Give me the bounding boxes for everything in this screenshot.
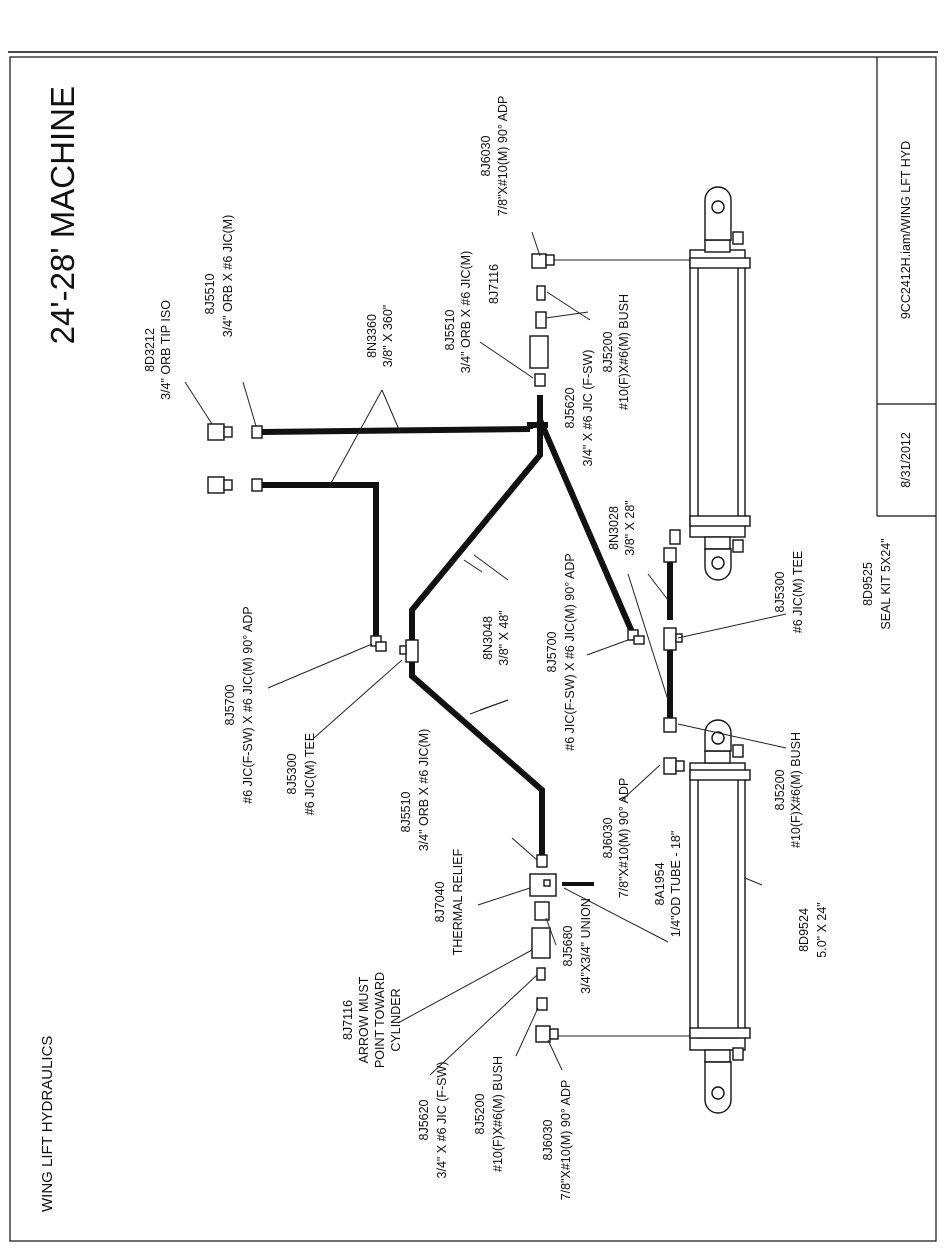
fitting-8j5300-left-tee: [399, 639, 419, 663]
label-8j7116-low-l3: CYLINDER: [389, 988, 403, 1051]
fitting-right-cyl-upper-adp: [663, 529, 681, 563]
fitting-8j7116-low: [531, 927, 551, 959]
fitting-8j5510-lower: [251, 478, 263, 492]
fitting-8j5510-mid-stack: [529, 285, 549, 387]
label-8j6030-low-desc: 7/8"X#10(M) 90° ADP: [617, 778, 631, 899]
label-8j5200-right-desc: #10(F)X#6(M) BUSH: [789, 732, 803, 848]
label-8j6030-top-desc: 7/8"X#10(M) 90° ADP: [496, 96, 510, 217]
fitting-8d3212-lower: [207, 476, 233, 494]
label-8j7116-low-num: 8J7116: [341, 1000, 355, 1040]
label-8n3360-num: 8N3360: [365, 314, 379, 358]
label-8j5510-low-desc: 3/4" ORB X #6 JIC(M): [417, 729, 431, 852]
drawing-title: 24'-28' MACHINE: [44, 86, 81, 344]
label-8j5700-mid-desc: #6 JIC(F-SW) X #6 JIC(M) 90° ADP: [563, 553, 577, 750]
hose-8n3360-lower: [262, 482, 379, 640]
label-8d9525-num: 8D9525: [861, 562, 875, 606]
fitting-8j6030-top: [531, 253, 555, 269]
label-8j5700-left-desc: #6 JIC(F-SW) X #6 JIC(M) 90° ADP: [241, 606, 255, 803]
label-8j5300-left-num: 8J5300: [285, 753, 299, 794]
label-8j5700-left-num: 8J5700: [223, 684, 237, 725]
label-8j5510-mid-desc: 3/4" ORB X #6 JIC(M): [459, 251, 473, 374]
label-8n3360-desc: 3/8" X 360": [381, 305, 395, 367]
label-8d9524-num: 8D9524: [797, 908, 811, 952]
label-8j6030-low-num: 8J6030: [601, 817, 615, 858]
fitting-8j7040-thermal-relief: [529, 873, 557, 897]
label-8a1954-num: 8A1954: [653, 862, 667, 905]
hose-8n3048-lower: [409, 662, 545, 855]
fitting-8j5700-left: [370, 635, 387, 652]
drawing-subtitle: WING LIFT HYDRAULICS: [39, 1036, 56, 1212]
hose-to-mid-adapter: [537, 418, 635, 634]
fitting-8j5200-right: [663, 717, 677, 733]
label-8j7116-low-l1: ARROW MUST: [357, 976, 371, 1063]
cylinder-left: [689, 719, 751, 1114]
label-8j5200-low-num: 8J5200: [473, 1093, 487, 1134]
fitting-8j5680-union: [534, 901, 550, 921]
cylinder-right: [689, 186, 751, 581]
fitting-8j5620-low: [536, 967, 546, 981]
label-8j5620-low-num: 8J5620: [417, 1099, 431, 1140]
label-8n3048-desc: 3/8" X 48": [497, 610, 511, 665]
label-8n3028-desc: 3/8" X 28": [623, 500, 637, 555]
label-8j7116-mid-num: 8J7116: [487, 264, 501, 304]
fitting-8j5300-right-tee: [663, 627, 683, 651]
fitting-8j6030-low: [663, 757, 685, 775]
label-8j6030-bot-desc: 7/8"X#10(M) 90° ADP: [559, 1080, 573, 1201]
label-8j5620-low-desc: 3/4" X #6 JIC (F-SW): [435, 1062, 449, 1179]
label-8j5200-top-desc: #10(F)X#6(M) BUSH: [617, 294, 631, 410]
label-8j5700-mid-num: 8J5700: [545, 631, 559, 672]
label-8j5680-num: 8J5680: [561, 925, 575, 966]
label-8j5300-right-desc: #6 JIC(M) TEE: [791, 551, 805, 633]
label-8j5620-top-num: 8J5620: [563, 387, 577, 428]
label-8d9525-desc: SEAL KIT 5X24": [879, 538, 893, 629]
label-8j5620-top-desc: 3/4" X #6 JIC (F-SW): [581, 350, 595, 467]
label-8n3048-num: 8N3048: [481, 616, 495, 660]
label-8d3212-num: 8D3212: [143, 328, 157, 372]
date-label: 8/31/2012: [899, 432, 913, 488]
label-8j5200-low-desc: #10(F)X#6(M) BUSH: [491, 1056, 505, 1172]
fitting-8j5510-upper: [251, 425, 263, 439]
label-8a1954-desc: 1/4"OD TUBE - 18": [669, 831, 683, 938]
fitting-8j5510-low: [536, 854, 548, 868]
label-8d9524-desc: 5.0" X 24": [815, 902, 829, 957]
label-8j5200-right-num: 8J5200: [773, 769, 787, 810]
fitting-8d3212-upper: [207, 423, 233, 441]
label-8j6030-bot-num: 8J6030: [541, 1119, 555, 1160]
fitting-8j5200-low: [536, 997, 548, 1011]
label-8j7040-num: 8J7040: [433, 881, 447, 922]
hose-8n3360-upper: [261, 422, 548, 435]
label-8j7116-low-l2: POINT TOWARD: [373, 972, 387, 1068]
label-8j5680-desc: 3/4"X3/4" UNION: [579, 898, 593, 994]
leader-lines: [184, 231, 787, 1076]
label-8j5200-top-num: 8J5200: [601, 331, 615, 372]
label-8j7040-desc: THERMAL RELIEF: [451, 848, 465, 955]
label-8d3212-desc: 3/4" ORB TIP ISO: [159, 300, 173, 400]
drawing-border: [9, 56, 937, 1242]
label-8j6030-top-num: 8J6030: [479, 135, 493, 176]
label-8j5510-low-num: 8J5510: [399, 791, 413, 832]
fitting-8j5700-mid: [627, 629, 645, 645]
label-8j5510-top-desc: 3/4" ORB X #6 JIC(M): [221, 215, 235, 338]
label-8j5510-top-num: 8J5510: [203, 273, 217, 314]
fitting-8j6030-bot: [535, 1025, 559, 1043]
label-8j5510-mid-num: 8J5510: [443, 309, 457, 350]
label-8j5300-right-num: 8J5300: [773, 571, 787, 612]
label-8j5300-left-desc: #6 JIC(M) TEE: [303, 733, 317, 815]
file-name-label: 9CC2412H.iam/WING LFT HYD: [899, 141, 913, 319]
label-8n3028-num: 8N3028: [607, 506, 621, 550]
